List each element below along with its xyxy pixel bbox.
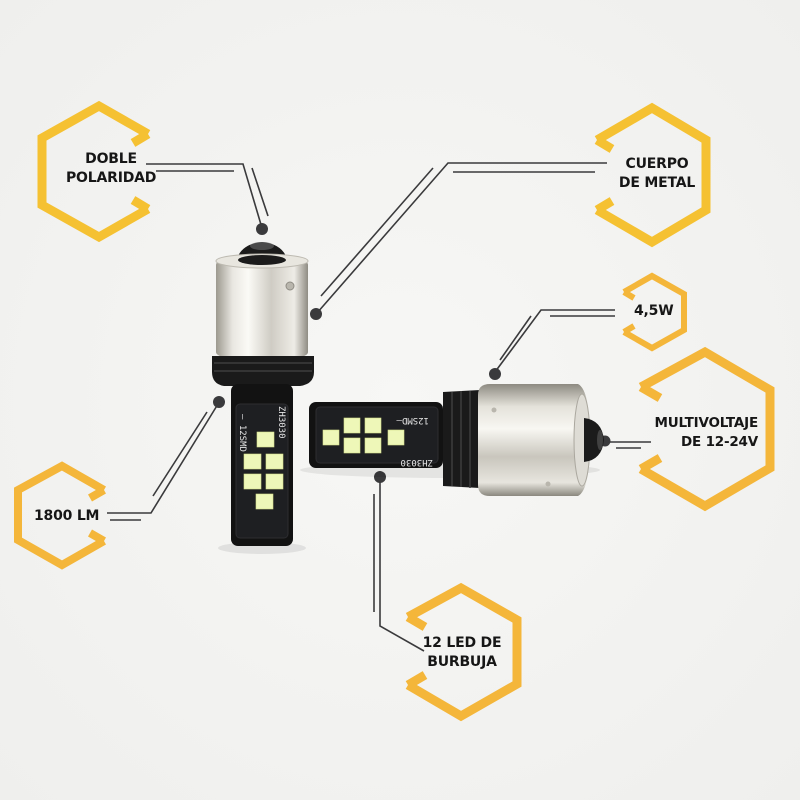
hexagon-frame-doble-polaridad — [37, 100, 151, 243]
chip-spec-horizontal: 12SMD– — [396, 415, 429, 425]
feature-label-doble-polaridad: DOBLE POLARIDAD — [66, 150, 156, 188]
hexagon-frame-cuerpo-de-metal — [594, 102, 711, 248]
leader-dot-potencia — [489, 368, 501, 380]
hexagon-frame-lumenes — [14, 461, 106, 570]
chip-model-vertical: ZH3030 — [276, 406, 286, 439]
bulb-horizontal: ZH3030 12SMD– — [300, 384, 604, 496]
leader-line-cuerpo-de-metal — [316, 162, 607, 314]
hexagon-frame-multivoltaje — [638, 346, 775, 512]
chip-spec-vertical: – 12SMD — [237, 414, 247, 452]
leader-dot-cuerpo-de-metal — [310, 308, 322, 320]
feature-label-line: 1800 LM — [34, 508, 100, 524]
feature-label-line: POLARIDAD — [66, 170, 157, 186]
feature-label-line: 4,5W — [634, 303, 674, 319]
feature-label-line: DE METAL — [618, 175, 696, 191]
hexagon-frame-led-burbuja — [405, 582, 522, 722]
feature-label-line: DOBLE — [85, 151, 137, 167]
leader-line-potencia — [494, 309, 615, 373]
feature-label-cuerpo-de-metal: CUERPO DE METAL — [612, 155, 702, 193]
leader-dot-led-burbuja — [374, 471, 386, 483]
leader-line-multivoltaje — [605, 441, 651, 449]
feature-label-multivoltaje: MULTIVOLTAJE DE 12-24V — [640, 414, 758, 452]
feature-label-line: CUERPO — [625, 156, 689, 172]
feature-label-lumenes: 1800 LM — [34, 507, 99, 526]
feature-label-line: MULTIVOLTAJE — [654, 415, 758, 431]
leader-dot-doble-polaridad — [256, 223, 268, 235]
feature-label-led-burbuja: 12 LED DE BURBUJA — [418, 634, 506, 672]
chip-model-horizontal: ZH3030 — [400, 457, 433, 467]
leader-dot-lumenes — [213, 396, 225, 408]
hexagon-frame-potencia — [622, 272, 687, 352]
feature-label-line: DE 12-24V — [681, 434, 758, 450]
leader-line-led-burbuja — [373, 478, 425, 652]
feature-label-line: BURBUJA — [427, 654, 497, 670]
feature-label-potencia: 4,5W — [634, 302, 674, 321]
bulb-vertical: ZH3030 – 12SMD — [212, 242, 314, 554]
leader-line-lumenes — [107, 403, 219, 521]
feature-label-line: 12 LED DE — [422, 635, 502, 651]
leader-line-doble-polaridad — [146, 163, 269, 229]
